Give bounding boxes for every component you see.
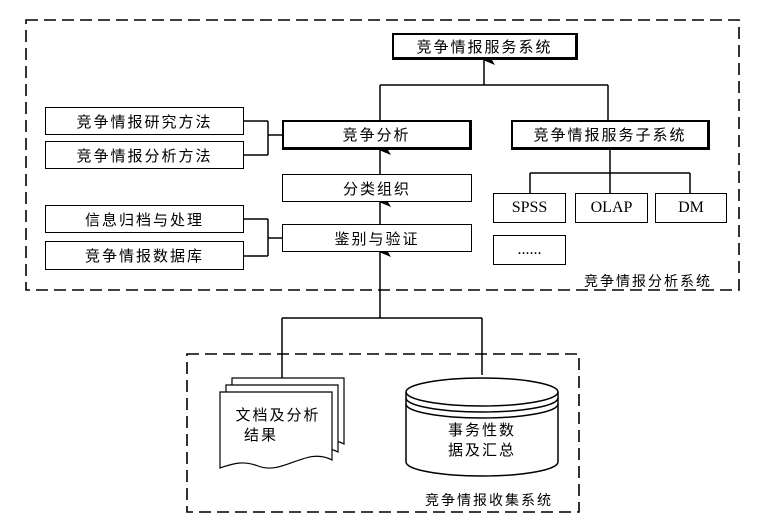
- service-subsystem-box: 竞争情报服务子系统: [511, 120, 710, 150]
- collection-system-label: 竞争情报收集系统: [425, 493, 553, 509]
- spss-box: SPSS: [493, 193, 566, 223]
- documents-label-line2: 结果: [243, 426, 278, 444]
- analysis-methods-box: 竞争情报分析方法: [45, 141, 244, 169]
- transactions-label-line2: 据及汇总: [447, 441, 516, 459]
- competitive-analysis-box: 竞争分析: [282, 120, 472, 150]
- database-box: 竞争情报数据库: [45, 241, 244, 270]
- documents-label-line1: 文档及分析: [235, 406, 321, 424]
- classification-box: 分类组织: [282, 174, 472, 202]
- dm-box: DM: [655, 193, 727, 223]
- verification-box: 鉴别与验证: [282, 224, 472, 252]
- service-system-box: 竞争情报服务系统: [392, 33, 578, 60]
- database-cylinder-icon: [405, 377, 559, 477]
- analysis-system-boundary: [25, 19, 740, 291]
- transactions-label-line1: 事务性数: [447, 421, 516, 439]
- analysis-system-label: 竞争情报分析系统: [584, 274, 712, 290]
- info-archiving-box: 信息归档与处理: [45, 205, 244, 233]
- olap-box: OLAP: [575, 193, 648, 223]
- research-methods-box: 竞争情报研究方法: [45, 107, 244, 135]
- collection-system-boundary: [186, 353, 580, 513]
- documents-stack-icon: [219, 377, 345, 469]
- ellipsis-box: ......: [493, 235, 566, 265]
